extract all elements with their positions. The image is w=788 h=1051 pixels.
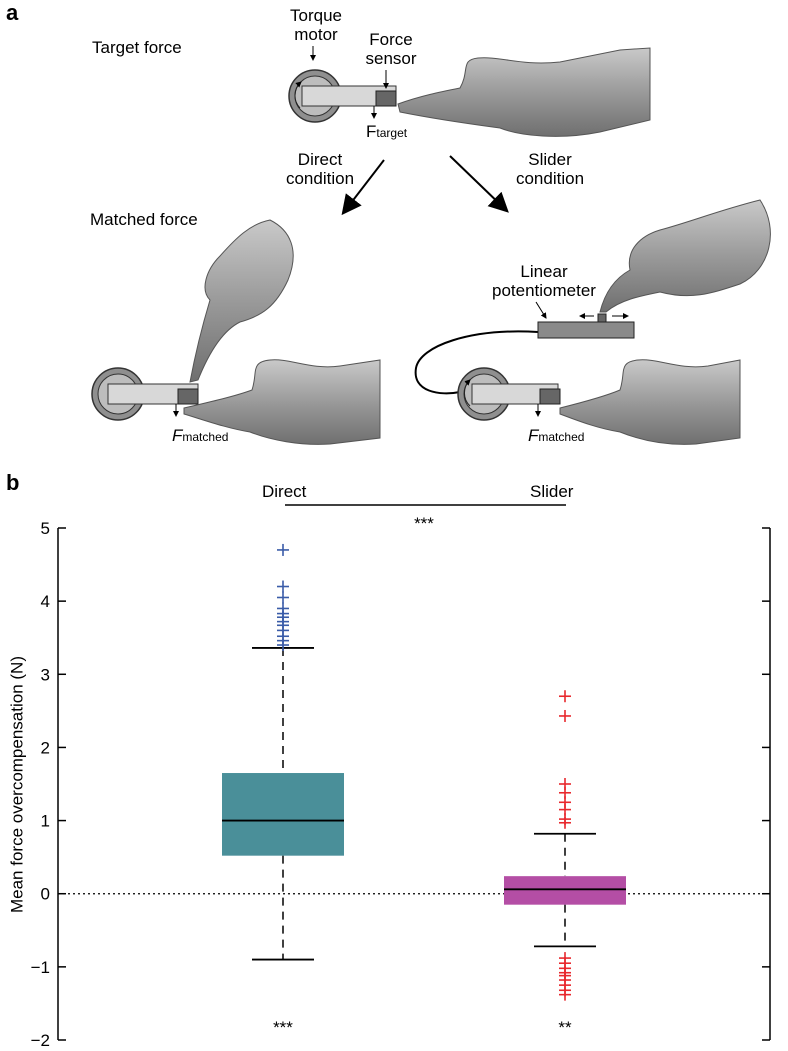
force-sensor-label: Force sensor — [356, 30, 426, 68]
linear-potentiometer — [537, 321, 635, 339]
f-matched-slider-label: Fmatched — [528, 426, 584, 447]
linear-potentiometer-line2: potentiometer — [492, 281, 596, 300]
direct-pressing-hand — [189, 219, 294, 383]
direct-significance: *** — [273, 1018, 293, 1037]
potentiometer-slider-knob — [597, 313, 607, 323]
bracket-label-slider: Slider — [530, 482, 574, 501]
matched-force-label: Matched force — [90, 210, 198, 229]
slider-arrow — [449, 155, 509, 213]
y-tick-label: 4 — [41, 592, 50, 611]
direct-condition-label: Direct condition — [270, 150, 370, 188]
f-matched-direct-subscript: matched — [182, 430, 229, 444]
slider-box — [504, 876, 626, 905]
direct-condition-line1: Direct — [297, 150, 343, 169]
torque-motor-line2: motor — [294, 25, 338, 44]
y-tick-label: 2 — [41, 738, 50, 757]
apparatus-illustration: t t — [91, 46, 771, 445]
target-force-sensor — [375, 90, 397, 107]
potentiometer-cable — [414, 330, 539, 395]
linear-potentiometer-label: Linear potentiometer — [474, 262, 614, 300]
slider-held-hand — [559, 359, 741, 445]
target-hand — [397, 47, 651, 137]
panel-a-letter: a — [6, 0, 19, 25]
y-tick-label: 0 — [41, 885, 50, 904]
f-target-symbol: F — [366, 122, 377, 141]
direct-arrow — [341, 159, 385, 216]
slider-condition-label: Slider condition — [500, 150, 600, 188]
f-matched-direct-symbol: F — [172, 426, 183, 445]
f-target-label: Ftarget — [366, 122, 407, 143]
y-tick-label: −2 — [31, 1031, 50, 1050]
slider-condition-line1: Slider — [528, 150, 572, 169]
y-tick-label: 3 — [41, 665, 50, 684]
y-tick-label: −1 — [31, 958, 50, 977]
f-target-subscript: target — [376, 126, 408, 140]
f-matched-slider-symbol: F — [528, 426, 539, 445]
slider-significance: ** — [558, 1018, 572, 1037]
direct-force-sensor — [177, 388, 199, 405]
slider-force-sensor — [539, 388, 561, 405]
torque-motor-label: Torque motor — [276, 6, 356, 44]
force-sensor-line1: Force — [369, 30, 413, 49]
direct-held-hand — [183, 359, 381, 445]
linear-potentiometer-line1: Linear — [520, 262, 568, 281]
f-matched-direct-label: Fmatched — [172, 426, 228, 447]
direct-condition-line2: condition — [285, 169, 355, 188]
torque-motor-line1: Torque — [290, 6, 342, 25]
target-force-label: Target force — [92, 38, 182, 57]
bracket-label-direct: Direct — [262, 482, 307, 501]
f-matched-slider-subscript: matched — [538, 430, 585, 444]
force-sensor-line2: sensor — [365, 49, 417, 68]
y-tick-label: 1 — [41, 812, 50, 831]
slider-pressing-hand — [599, 199, 771, 313]
panel-b-letter: b — [6, 470, 20, 495]
comparison-significance: *** — [414, 514, 434, 533]
direct-box — [222, 773, 344, 856]
y-tick-label: 5 — [41, 519, 50, 538]
slider-condition-line2: condition — [515, 169, 585, 188]
